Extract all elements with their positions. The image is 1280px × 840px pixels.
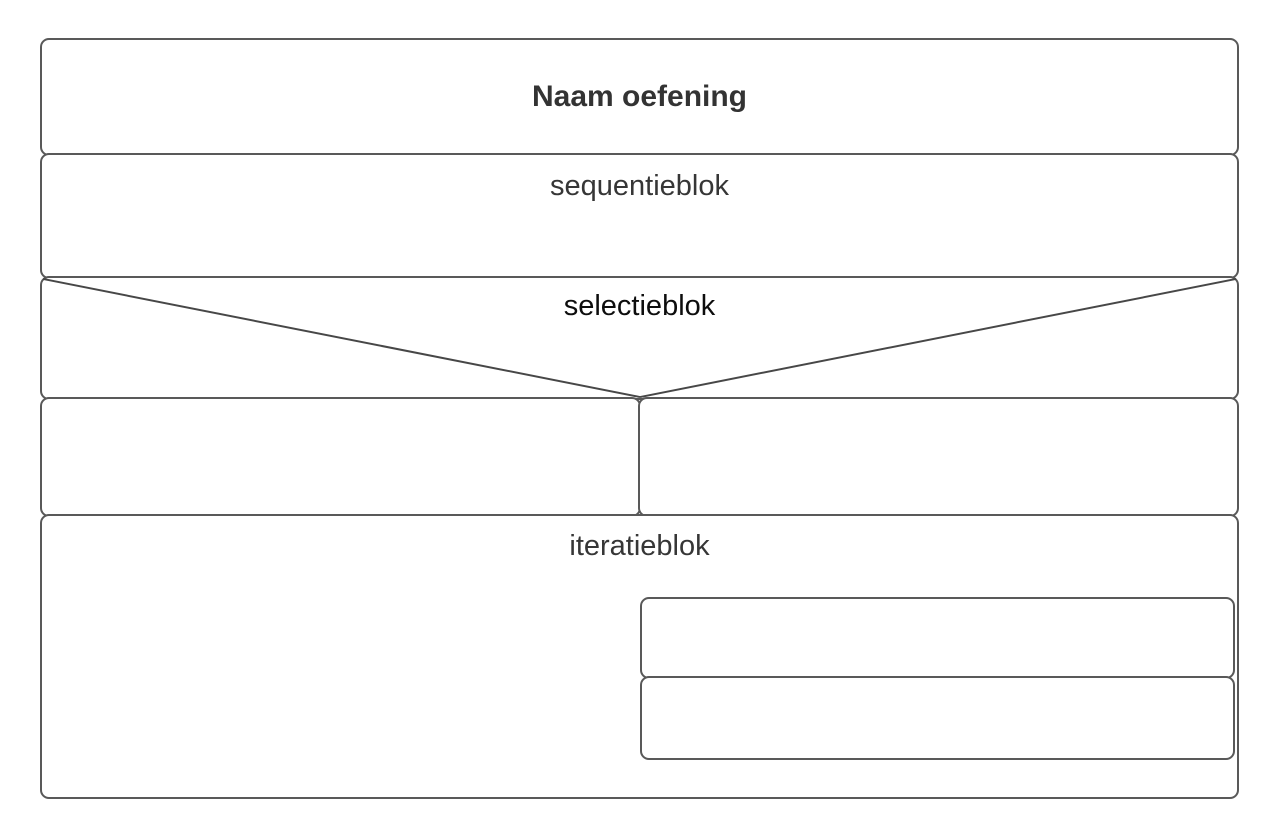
sequence-block: sequentieblok — [40, 153, 1239, 279]
selection-block: selectieblok — [40, 276, 1239, 400]
selection-right-branch-cell — [638, 397, 1239, 517]
iteration-inner-block-2 — [640, 676, 1235, 760]
iteration-inner-block-1 — [640, 597, 1235, 679]
sequence-block-label: sequentieblok — [550, 170, 729, 202]
iteration-block: iteratieblok — [40, 514, 1239, 799]
exercise-title-block: Naam oefening — [40, 38, 1239, 156]
iteration-block-label: iteratieblok — [569, 530, 710, 562]
selection-branch-diagonals — [42, 278, 1237, 398]
exercise-title: Naam oefening — [531, 80, 748, 113]
selection-left-branch-cell — [40, 397, 641, 517]
selection-block-label: selectieblok — [563, 290, 716, 322]
